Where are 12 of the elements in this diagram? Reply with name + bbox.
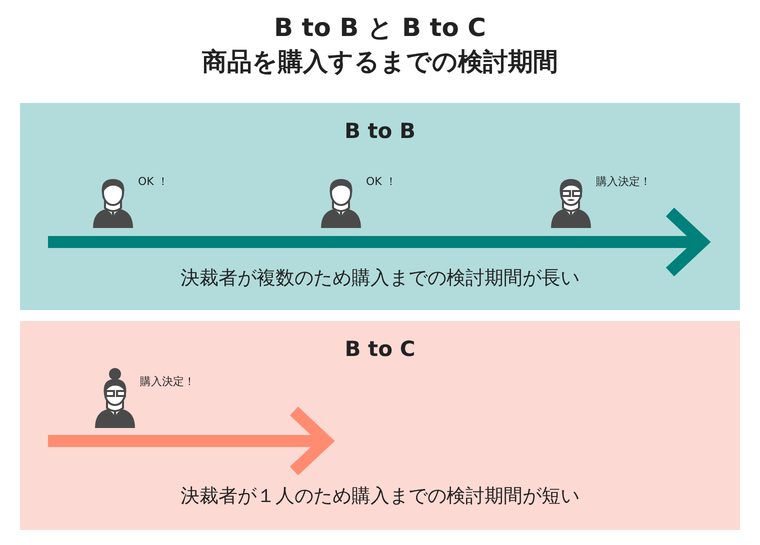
panel <box>20 321 740 530</box>
title-line: B to B と B to C <box>273 12 487 44</box>
panel-heading: B to C <box>344 337 416 361</box>
panel-heading: B to B <box>343 119 417 143</box>
speech-text: 購入決定！ <box>596 174 651 189</box>
description-text: 決裁者が複数のため購入までの検討期間が長い <box>180 266 580 291</box>
panel <box>20 103 740 310</box>
speech-text: OK ！ <box>366 174 396 189</box>
description-text: 決裁者が１人のため購入までの検討期間が短い <box>180 484 580 509</box>
speech-text: 購入決定！ <box>140 374 195 389</box>
title-line: 商品を購入するまでの検討期間 <box>201 46 559 78</box>
speech-text: OK ！ <box>138 174 168 189</box>
